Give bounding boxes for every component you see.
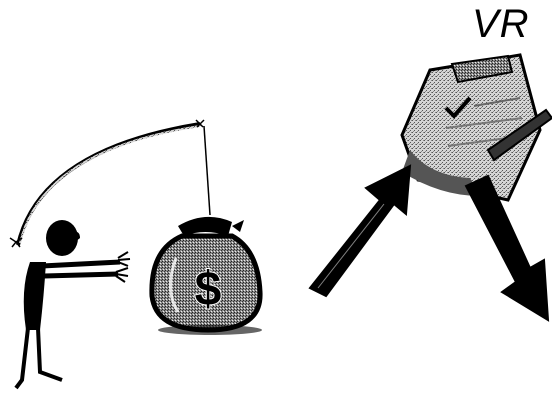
clipboard-checklist-icon: [402, 55, 552, 200]
dollar-sign: $: [195, 263, 222, 316]
stick-figure-icon: [16, 220, 130, 388]
arrow-up-icon: [310, 166, 410, 296]
money-bag-icon: $: [152, 217, 262, 335]
vr-label: VR: [472, 2, 530, 46]
